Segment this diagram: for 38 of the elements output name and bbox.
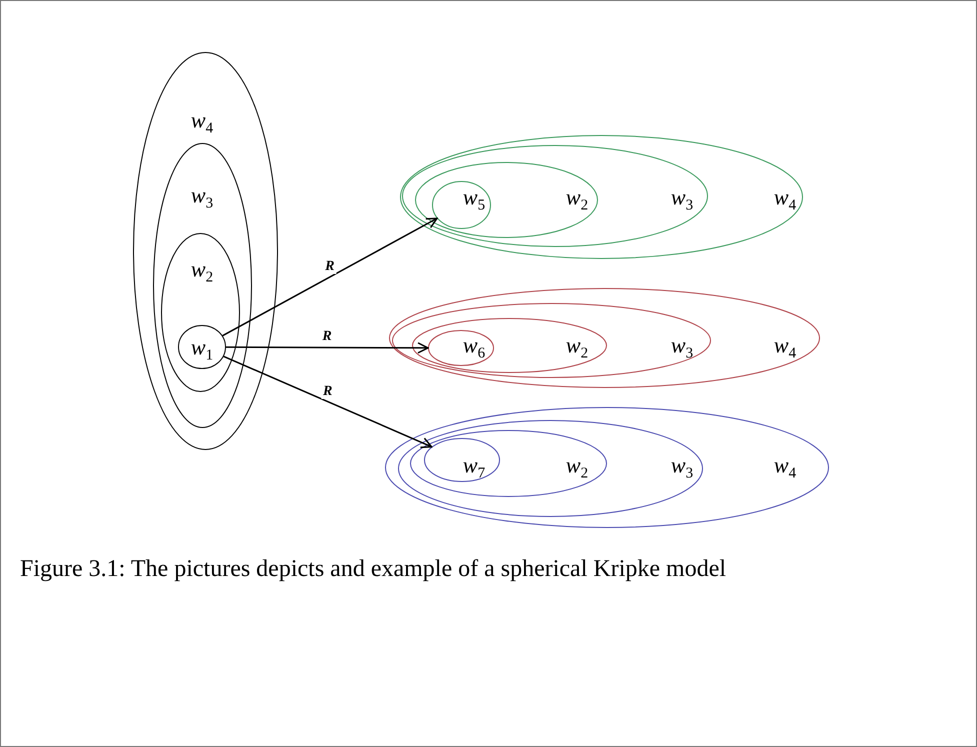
world-label: w$_{3}$ <box>670 454 694 482</box>
sphere-ellipse <box>400 135 803 259</box>
sphere-ellipse <box>398 420 703 517</box>
world-label: w$_{2}$ <box>566 186 588 214</box>
world-label: w$_{5}$ <box>462 186 486 214</box>
world-label: w$_{3}$ <box>670 186 694 214</box>
sphere-ellipse <box>385 407 829 528</box>
sphere-ellipse <box>161 233 240 392</box>
sphere-ellipse <box>428 330 494 366</box>
sphere-ellipse <box>424 438 500 482</box>
world-label: w$_{4}$ <box>774 454 796 482</box>
sphere-ellipse <box>133 52 278 450</box>
world-label: w$_{4}$ <box>190 109 214 137</box>
world-label: w$_{2}$ <box>566 334 588 362</box>
figure-caption: Figure 3.1: The pictures depicts and example of a spherical Kripke model <box>20 556 726 583</box>
sphere-ellipse <box>402 145 708 247</box>
world-label: w$_{1}$ <box>190 336 214 364</box>
arrow <box>226 342 429 354</box>
sphere-ellipse <box>412 318 607 373</box>
sphere-ellipse <box>392 303 711 378</box>
edge-label: R <box>320 384 334 399</box>
sphere-ellipse <box>178 325 226 369</box>
world-label: w$_{4}$ <box>774 186 796 214</box>
world-label: w$_{6}$ <box>462 334 486 362</box>
sphere-ellipse <box>410 430 607 497</box>
world-label: w$_{2}$ <box>190 258 214 286</box>
edge-label: R <box>323 260 336 274</box>
world-label: w$_{4}$ <box>774 334 796 362</box>
arrow <box>223 356 432 448</box>
sphere-ellipse <box>432 181 491 229</box>
world-label: w$_{2}$ <box>566 454 588 482</box>
world-label: w$_{3}$ <box>190 184 214 212</box>
world-label: w$_{7}$ <box>462 454 486 482</box>
world-label: w$_{3}$ <box>670 334 694 362</box>
arrow <box>222 218 438 336</box>
sphere-ellipse <box>153 143 252 428</box>
sphere-ellipse <box>389 288 820 388</box>
sphere-ellipse <box>415 162 598 238</box>
